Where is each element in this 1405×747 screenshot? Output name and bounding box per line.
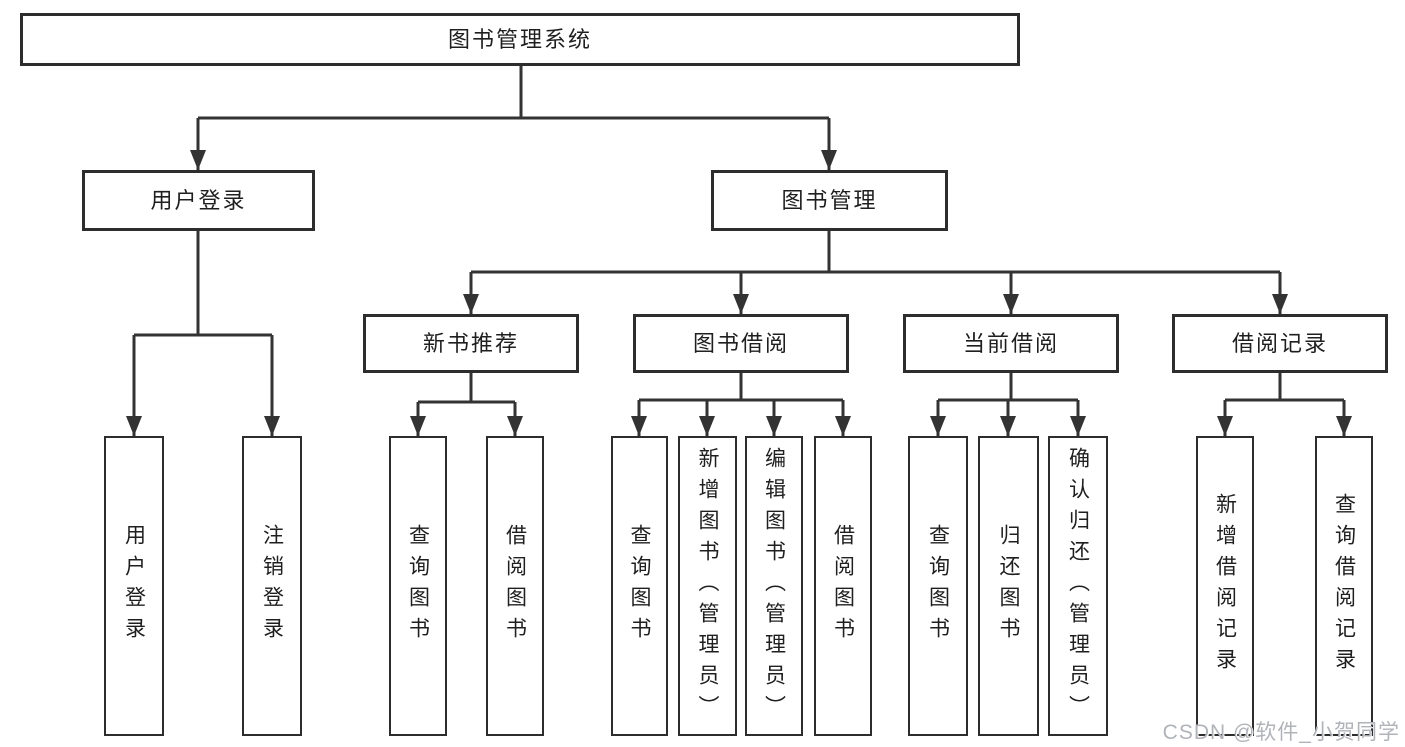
node-borrowing-records-label: 借阅记录 [1231, 330, 1328, 356]
leaf-logout: 注销登录 [242, 436, 302, 736]
node-borrowing-records: 借阅记录 [1172, 314, 1388, 373]
leaf-current-return-books: 归还图书 [978, 436, 1039, 736]
node-root-system: 图书管理系统 [20, 13, 1020, 66]
leaf-borrowing-edit-books-admin-label: 编辑图书（管理员） [762, 446, 786, 726]
leaf-current-confirm-return-admin: 确认归还（管理员） [1048, 436, 1108, 736]
leaf-borrowing-query-books: 查询图书 [611, 436, 668, 736]
node-book-borrowing-label: 图书借阅 [692, 330, 789, 356]
leaf-records-add-record: 新增借阅记录 [1196, 436, 1254, 736]
node-new-book-recommend: 新书推荐 [363, 314, 579, 373]
node-current-borrowing-label: 当前借阅 [962, 330, 1059, 356]
leaf-recommend-query-books: 查询图书 [389, 436, 447, 736]
leaf-borrowing-add-books-admin-label: 新增图书（管理员） [696, 446, 719, 726]
leaf-logout-label: 注销登录 [260, 524, 284, 648]
node-new-book-recommend-label: 新书推荐 [422, 330, 519, 356]
leaf-current-query-books: 查询图书 [908, 436, 968, 736]
leaf-recommend-borrow-books-label: 借阅图书 [503, 524, 527, 648]
leaf-borrowing-edit-books-admin: 编辑图书（管理员） [745, 436, 803, 736]
node-user-login: 用户登录 [82, 170, 315, 231]
node-root-label: 图书管理系统 [447, 26, 592, 52]
leaf-records-query-record: 查询借阅记录 [1315, 436, 1373, 736]
leaf-borrowing-query-books-label: 查询图书 [628, 524, 651, 648]
leaf-user-login-label: 用户登录 [122, 524, 146, 648]
node-current-borrowing: 当前借阅 [903, 314, 1119, 373]
leaf-current-return-books-label: 归还图书 [997, 524, 1020, 648]
node-user-login-label: 用户登录 [150, 187, 247, 213]
leaf-recommend-borrow-books: 借阅图书 [486, 436, 544, 736]
leaf-recommend-query-books-label: 查询图书 [406, 524, 430, 648]
node-book-borrowing: 图书借阅 [633, 314, 849, 373]
leaf-user-login: 用户登录 [104, 436, 164, 736]
leaf-current-query-books-label: 查询图书 [926, 524, 950, 648]
node-book-management: 图书管理 [711, 170, 948, 231]
leaf-borrowing-borrow-books-label: 借阅图书 [831, 524, 855, 648]
leaf-borrowing-add-books-admin: 新增图书（管理员） [678, 436, 737, 736]
leaf-records-add-record-label: 新增借阅记录 [1213, 493, 1237, 679]
node-book-management-label: 图书管理 [781, 187, 878, 213]
leaf-current-confirm-return-admin-label: 确认归还（管理员） [1066, 446, 1090, 726]
leaf-borrowing-borrow-books: 借阅图书 [814, 436, 872, 736]
leaf-records-query-record-label: 查询借阅记录 [1332, 493, 1356, 679]
